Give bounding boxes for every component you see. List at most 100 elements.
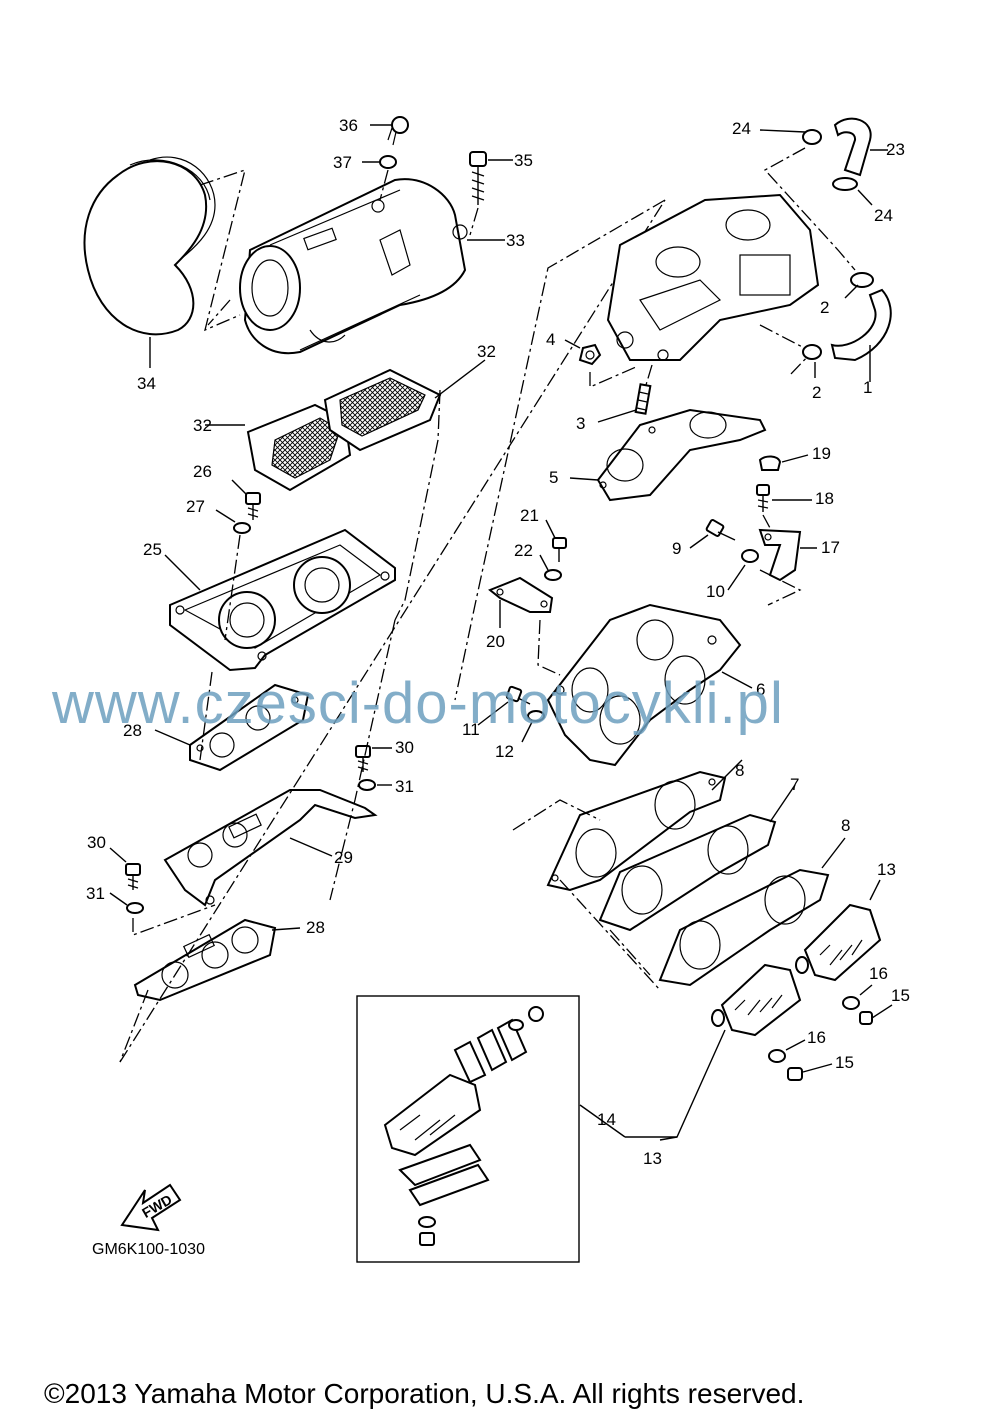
callout-9: 9	[672, 539, 682, 558]
bolt-30-right-part	[355, 745, 392, 772]
silencer-housing-part	[239, 178, 468, 355]
bolt-21-part	[545, 519, 567, 562]
bolt-35-part	[469, 151, 513, 205]
callout-28a: 28	[123, 721, 142, 740]
filter-element-32-part	[205, 359, 486, 492]
bracket-17-part	[758, 528, 817, 582]
callout-13b: 13	[643, 1149, 662, 1168]
callout-20: 20	[486, 632, 505, 651]
callout-26: 26	[193, 462, 212, 481]
screw-15-upper-part	[859, 1004, 893, 1025]
callout-6: 6	[756, 680, 766, 699]
throttle-body-part	[606, 193, 820, 361]
callout-19: 19	[812, 444, 831, 463]
callout-28b: 28	[306, 918, 325, 937]
callout-21: 21	[520, 506, 539, 525]
fitting-36-part	[370, 116, 409, 146]
reed-valve-kit-inset	[356, 995, 580, 1263]
callout-25: 25	[143, 540, 162, 559]
callout-2b: 2	[812, 383, 822, 402]
callout-31b: 31	[86, 884, 105, 903]
watermark-text: www.czesci-do-motocykli.pl	[52, 671, 784, 736]
reed-valve-13-right-part	[795, 879, 882, 982]
callout-30b: 30	[87, 833, 106, 852]
callout-24a: 24	[732, 119, 751, 138]
gasket-28-upper-part	[154, 683, 310, 772]
nut-4-part	[564, 339, 602, 366]
screw-15-lower-part	[787, 1063, 833, 1081]
bolt-30-left-part	[109, 847, 141, 890]
reed-plate-7-part	[598, 784, 796, 932]
callout-32a: 32	[477, 342, 496, 361]
gasket-28-lower-part	[133, 918, 301, 1002]
callout-16b: 16	[807, 1028, 826, 1047]
callout-12: 12	[495, 742, 514, 761]
callout-13a: 13	[877, 860, 896, 879]
gasket-8-upper-part	[546, 759, 743, 892]
callout-2a: 2	[820, 298, 830, 317]
bolt-26-part	[231, 479, 261, 520]
o-ring-37-part	[362, 155, 397, 169]
callout-22: 22	[514, 541, 533, 560]
copyright-notice: ©2013 Yamaha Motor Corporation, U.S.A. A…	[44, 1378, 805, 1409]
callout-37: 37	[333, 153, 352, 172]
stud-3-part	[597, 383, 652, 423]
callout-36: 36	[339, 116, 358, 135]
callout-10: 10	[706, 582, 725, 601]
callout-34: 34	[137, 374, 156, 393]
bracket-20-part	[488, 576, 554, 628]
washer-16-upper-part	[842, 984, 873, 1010]
callout-8a: 8	[735, 761, 745, 780]
callout-15a: 15	[891, 986, 910, 1005]
callout-32b: 32	[193, 416, 212, 435]
callout-30a: 30	[395, 738, 414, 757]
washer-10-part	[727, 549, 759, 591]
callout-15b: 15	[835, 1053, 854, 1072]
washer-27-part	[215, 509, 251, 534]
gasket-5-part	[569, 408, 767, 502]
bolt-11-part	[477, 685, 531, 726]
callout-5: 5	[549, 468, 559, 487]
cap-19-part	[758, 454, 809, 471]
clamp-2-lower-part	[802, 344, 822, 378]
clamp-24-upper-part	[759, 129, 822, 145]
washer-22-part	[539, 554, 562, 581]
callout-4: 4	[546, 330, 556, 349]
callout-27: 27	[186, 497, 205, 516]
hose-23-part	[833, 117, 888, 177]
reed-valve-13-left-part	[711, 963, 802, 1037]
callout-33: 33	[506, 231, 525, 250]
callout-24b: 24	[874, 206, 893, 225]
clamp-2-upper-part	[844, 272, 874, 299]
fwd-arrow-icon: FWD	[120, 1183, 182, 1232]
intake-manifold-6-part	[546, 603, 753, 767]
callout-8b: 8	[841, 816, 851, 835]
gasket-8-lower-part	[658, 837, 846, 987]
bolt-18-part	[756, 484, 812, 512]
bolt-9-part	[689, 519, 736, 549]
callout-31a: 31	[395, 777, 414, 796]
callout-17: 17	[821, 538, 840, 557]
callout-23: 23	[886, 140, 905, 159]
gasket-29-part	[163, 789, 378, 907]
callout-1: 1	[863, 378, 873, 397]
washer-31-left-part	[109, 892, 144, 914]
air-box-base-25-part	[164, 528, 396, 672]
callout-7: 7	[790, 775, 800, 794]
hose-1-part	[830, 288, 892, 382]
callout-16a: 16	[869, 964, 888, 983]
washer-12-part	[521, 710, 545, 743]
washer-31-right-part	[358, 779, 392, 791]
clamp-24-lower-part	[832, 177, 873, 206]
callout-14: 14	[597, 1110, 616, 1129]
callout-29: 29	[334, 848, 353, 867]
intake-duct-part	[83, 156, 216, 368]
callout-18: 18	[815, 489, 834, 508]
callout-35: 35	[514, 151, 533, 170]
callout-3: 3	[576, 414, 586, 433]
washer-16-lower-part	[768, 1039, 806, 1063]
callout-11: 11	[462, 720, 480, 739]
drawing-code: GM6K100-1030	[92, 1241, 205, 1258]
